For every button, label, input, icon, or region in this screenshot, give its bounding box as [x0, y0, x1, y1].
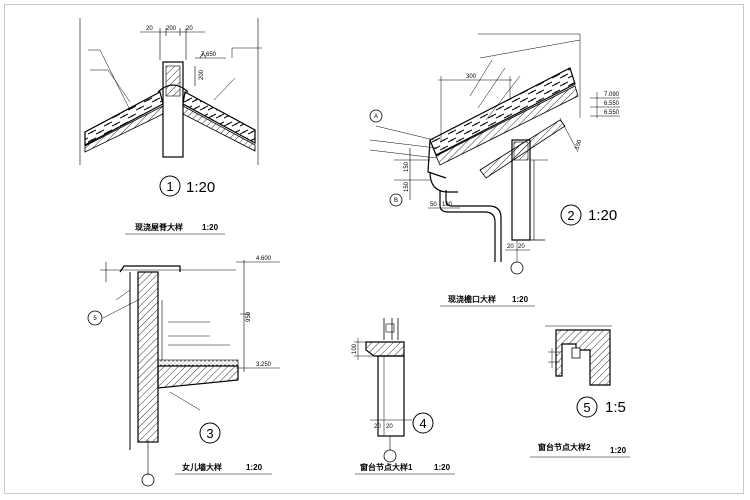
- eave-elev-2: 6.550: [604, 101, 620, 107]
- detail-3-title-scale: 1:20: [246, 463, 263, 472]
- sill1-axis-bubble: [383, 449, 397, 463]
- detail-2-scale: 1:20: [588, 207, 617, 224]
- detail-1-number-circle: 1: [159, 175, 181, 197]
- eave-v1: 150: [404, 161, 410, 172]
- detail-5-number: 5: [583, 400, 590, 415]
- drawing-frame: [4, 4, 744, 494]
- svg-text:A: A: [374, 114, 378, 120]
- detail-parapet: [100, 260, 280, 475]
- parapet-axis-bubble: [141, 473, 155, 487]
- detail-1-scale: 1:20: [186, 179, 215, 196]
- sill1-b2: 20: [386, 424, 393, 430]
- eave-v3: 150: [574, 139, 583, 151]
- detail-3-number-circle: 3: [199, 422, 221, 444]
- detail-5-scale: 1:5: [605, 399, 626, 416]
- eave-b2: 180: [442, 202, 453, 208]
- detail-3-title: 女儿墙大样: [182, 462, 222, 472]
- detail-2-title: 现浇檐口大样: [448, 294, 496, 304]
- detail-4-title: 窗台节点大样1: [360, 462, 413, 472]
- ridge-height: 200: [199, 69, 205, 80]
- svg-text:5: 5: [93, 316, 97, 322]
- ridge-dim-1: 20: [146, 26, 153, 32]
- eave-tag-b: B: [389, 193, 403, 207]
- detail-4-number-circle: 4: [412, 412, 434, 434]
- parapet-tag: 5: [87, 310, 103, 326]
- eave-width: 300: [466, 74, 477, 80]
- detail-eave: [369, 33, 620, 262]
- parapet-elev-top: 4.600: [256, 256, 272, 262]
- sill1-height: 100: [352, 343, 358, 354]
- eave-b3: 20: [507, 244, 514, 250]
- ridge-dim-3: 20: [186, 26, 193, 32]
- detail-1-title: 现浇屋脊大样: [135, 222, 183, 232]
- eave-axis-bubble: [510, 261, 524, 275]
- eave-elev-3: 6.550: [604, 110, 620, 116]
- ridge-dim-2: 200: [166, 26, 177, 32]
- sill1-b1: 20: [374, 424, 381, 430]
- detail-4-title-scale: 1:20: [434, 463, 451, 472]
- detail-3-number: 3: [206, 426, 213, 441]
- detail-5-title-scale: 1:20: [610, 446, 627, 455]
- eave-tag-a: A: [369, 109, 383, 123]
- detail-4-number: 4: [419, 416, 426, 431]
- eave-elev-1: 7.090: [604, 92, 620, 98]
- detail-2-number: 2: [567, 208, 574, 223]
- detail-1-number: 1: [166, 179, 173, 194]
- detail-1-title-scale: 1:20: [202, 223, 219, 232]
- ridge-elevation: 7.650: [201, 52, 217, 58]
- detail-roof-ridge: [79, 18, 262, 165]
- eave-v2: 150: [404, 181, 410, 192]
- parapet-elev-bot: 3.250: [256, 362, 272, 368]
- eave-b4: 20: [518, 244, 525, 250]
- detail-sill-1: [354, 318, 412, 450]
- svg-text:B: B: [394, 198, 398, 204]
- detail-5-number-circle: 5: [576, 396, 598, 418]
- eave-b1: 50: [430, 202, 437, 208]
- parapet-height: 950: [246, 311, 252, 322]
- detail-5-title: 窗台节点大样2: [538, 442, 591, 452]
- detail-2-number-circle: 2: [560, 204, 582, 226]
- detail-sill-2: [545, 325, 612, 386]
- detail-2-title-scale: 1:20: [512, 295, 529, 304]
